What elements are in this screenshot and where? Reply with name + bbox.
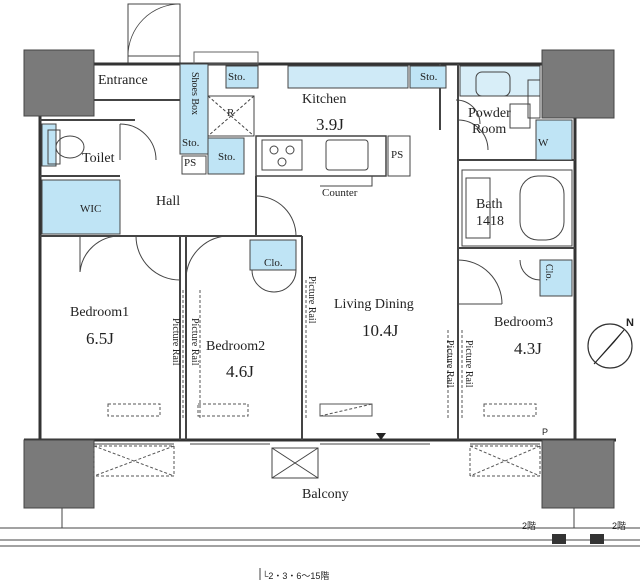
storage-label-2: Sto. <box>420 71 438 83</box>
living-dining-area: 10.4J <box>362 321 399 340</box>
hall-label: Hall <box>156 194 181 209</box>
storage-label-3: Sto. <box>182 137 200 149</box>
top-window <box>193 51 259 65</box>
compass-icon <box>587 323 633 369</box>
storage-label-1: Sto. <box>228 71 246 83</box>
ps-label-2: PS <box>391 149 404 161</box>
toilet-label: Toilet <box>82 151 115 166</box>
bath-label: Bath <box>476 197 503 212</box>
bedroom2-area: 4.6J <box>226 362 254 381</box>
closet-label-2: Clo. <box>543 264 554 281</box>
railing-posts <box>552 534 604 544</box>
compass-north-label: N <box>626 317 634 329</box>
closet-label-1: Clo. <box>264 257 283 269</box>
column-bottom-right <box>541 439 615 509</box>
picture-rail-label-1: Picture Rail <box>170 318 181 366</box>
picture-rail-label-3: Picture Rail <box>306 276 317 324</box>
powder-room-label-1: Powder <box>468 106 511 121</box>
column-bottom-left <box>23 439 95 509</box>
refrigerator-label: R <box>227 107 235 119</box>
wic-label: WIC <box>80 203 102 215</box>
balcony-label: Balcony <box>302 487 349 502</box>
bedroom3-label: Bedroom3 <box>494 315 554 330</box>
picture-rail-label-5: Picture Rail <box>463 340 474 388</box>
toilet-fixture <box>47 129 85 165</box>
entrance-door <box>127 3 181 65</box>
window-markers <box>93 403 541 477</box>
kitchen-area: 3.9J <box>316 115 344 134</box>
balcony-unit <box>271 433 386 479</box>
bedroom1-area: 6.5J <box>86 329 114 348</box>
picture-rails <box>182 280 463 420</box>
shoes-box-label: Shoes Box <box>189 72 200 116</box>
floor-note-2: 2階 <box>612 521 627 531</box>
bedroom1-label: Bedroom1 <box>70 305 130 320</box>
column-top-right <box>541 49 615 119</box>
floor-note-1: 2階 <box>522 521 537 531</box>
picture-rail-label-4: Picture Rail <box>444 340 455 388</box>
entrance-label: Entrance <box>98 73 148 88</box>
ps-label-1: PS <box>184 157 197 169</box>
bedroom2-label: Bedroom2 <box>206 339 266 354</box>
living-dining-label: Living Dining <box>334 297 414 312</box>
storage-areas <box>41 63 573 297</box>
storage-label-4: Sto. <box>218 151 236 163</box>
kitchen-label: Kitchen <box>302 92 347 107</box>
bedroom3-area: 4.3J <box>514 339 542 358</box>
balcony-railing <box>0 508 640 580</box>
outer-walls <box>24 62 616 442</box>
powder-room-label-2: Room <box>472 122 507 137</box>
column-top-left <box>23 49 95 117</box>
counter-label: Counter <box>322 187 358 199</box>
floors-note: └2・3・6〜15階 <box>262 571 330 581</box>
p-label: P <box>542 427 549 437</box>
bath-fixtures <box>461 71 573 247</box>
kitchen-fixtures <box>181 95 411 187</box>
washer-label: W <box>538 137 549 149</box>
bath-size: 1418 <box>476 214 504 229</box>
picture-rail-label-2: Picture Rail <box>189 318 200 366</box>
door-swings <box>79 99 541 305</box>
